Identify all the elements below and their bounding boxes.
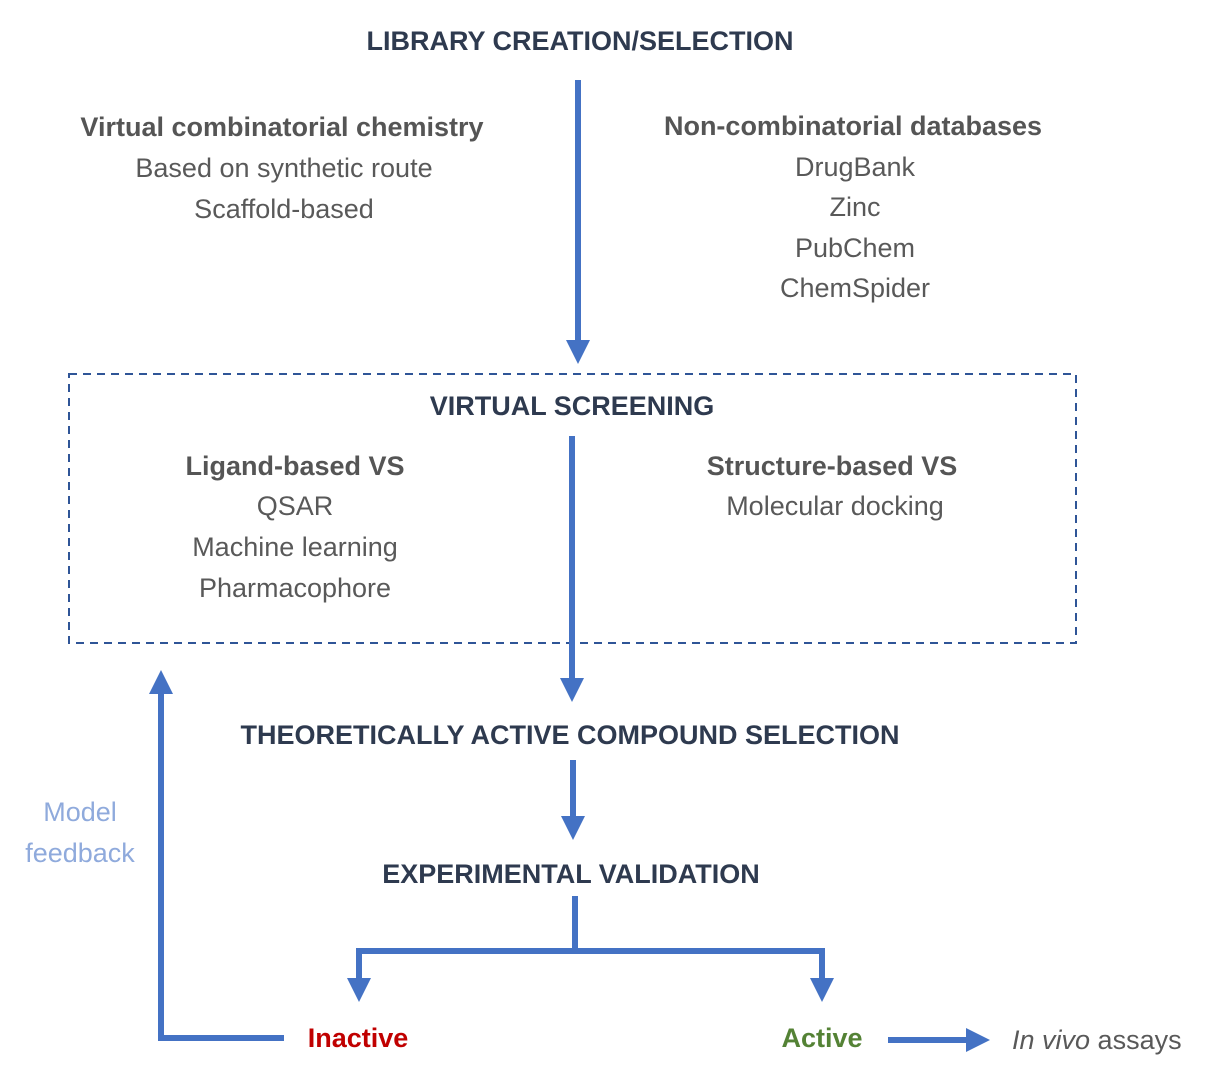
model-feedback-line: Model <box>43 797 117 827</box>
combinatorial-item: Based on synthetic route <box>135 153 433 183</box>
library-title: LIBRARY CREATION/SELECTION <box>366 26 794 56</box>
model-feedback-label: Model feedback <box>16 792 144 873</box>
database-item: Zinc <box>829 192 881 222</box>
arrow-validation-to-active <box>575 948 834 1002</box>
ligand-item: Pharmacophore <box>198 573 392 603</box>
selection-title: THEORETICALLY ACTIVE COMPOUND SELECTION <box>240 720 900 750</box>
arrow-validation-to-inactive <box>347 948 575 1002</box>
combinatorial-item: Scaffold-based <box>194 194 374 224</box>
in-vivo-rest: assays <box>1090 1025 1182 1055</box>
non-combinatorial-heading: Non-combinatorial databases <box>663 111 1043 141</box>
screening-title: VIRTUAL SCREENING <box>429 391 715 421</box>
structure-item: Molecular docking <box>726 491 944 521</box>
in-vivo-italic: In vivo <box>1012 1025 1091 1055</box>
arrow-model-feedback <box>149 670 284 1041</box>
active-label: Active <box>781 1023 863 1053</box>
structure-heading: Structure-based VS <box>706 451 958 481</box>
ligand-heading: Ligand-based VS <box>185 451 405 481</box>
validation-title: EXPERIMENTAL VALIDATION <box>382 859 760 889</box>
inactive-label: Inactive <box>307 1023 409 1053</box>
model-feedback-line: feedback <box>25 837 135 868</box>
combinatorial-heading: Virtual combinatorial chemistry <box>80 112 484 142</box>
ligand-item: QSAR <box>256 491 334 521</box>
database-item: PubChem <box>794 233 916 263</box>
ligand-item: Machine learning <box>192 532 398 562</box>
in-vivo-assays-label: In vivo assays <box>1012 1027 1182 1054</box>
database-item: DrugBank <box>794 152 916 182</box>
database-item: ChemSpider <box>779 273 931 303</box>
